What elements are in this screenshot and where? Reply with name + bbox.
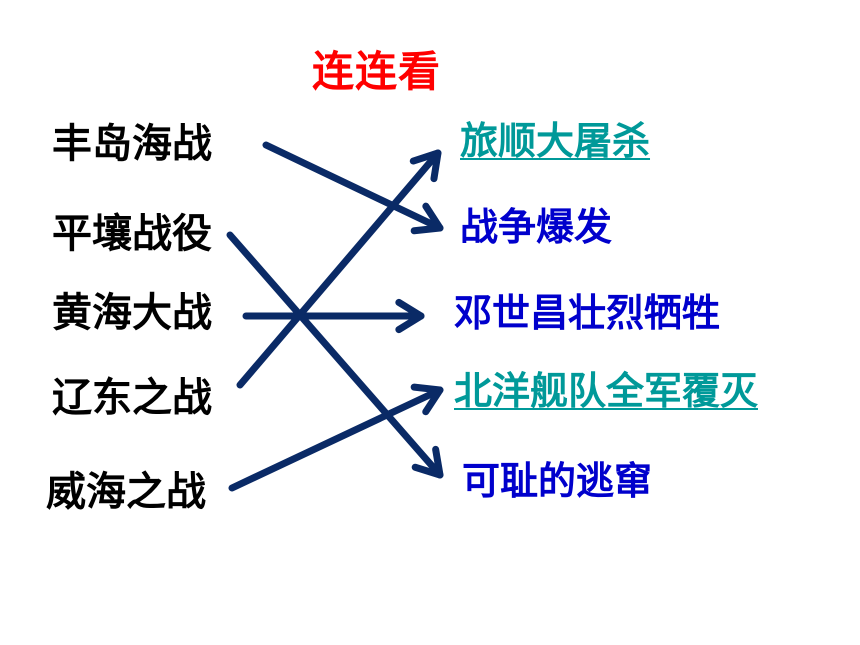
left-item-2: 黄海大战 (52, 290, 212, 336)
left-item-0: 丰岛海战 (52, 121, 212, 167)
right-item-0[interactable]: 旅顺大屠杀 (460, 119, 651, 163)
left-item-3: 辽东之战 (52, 375, 212, 421)
arrow-3-to-0 (236, 149, 442, 389)
arrow-1-to-4 (226, 231, 444, 479)
arrow-4-to-3 (228, 383, 444, 492)
arrow-0-to-1 (262, 141, 444, 235)
page-title: 连连看 (312, 47, 442, 96)
right-item-2: 邓世昌壮烈牺牲 (454, 291, 721, 335)
right-item-3[interactable]: 北洋舰队全军覆灭 (454, 369, 759, 413)
right-item-1: 战争爆发 (460, 205, 613, 249)
left-item-1: 平壤战役 (52, 211, 212, 257)
left-item-4: 威海之战 (46, 469, 206, 515)
arrow-2-to-2 (242, 298, 425, 334)
right-item-4: 可耻的逃窜 (462, 459, 653, 503)
